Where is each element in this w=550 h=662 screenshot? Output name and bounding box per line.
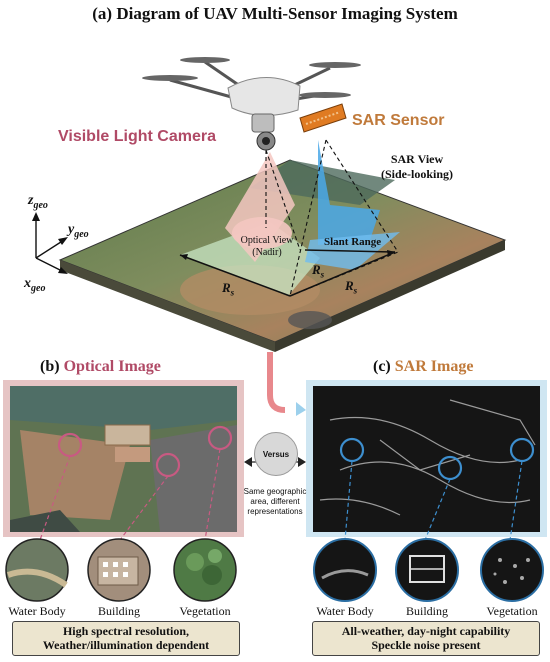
sar-note: All-weather, day-night capability Speckl… [312,621,540,656]
versus-badge: Versus [254,432,298,476]
sar-view-line2: (Side-looking) [380,167,453,181]
optical-panel-prefix: (b) [40,358,60,375]
optical-view-line1: Optical View [240,235,294,246]
sar-sensor-panel [299,103,347,133]
optical-thumb-label-water: Water Body [8,604,66,618]
sar-panel-name: SAR Image [394,358,474,375]
range-sub-1: s [320,269,325,280]
coordinate-axes [35,218,65,273]
sar-thumb-label-building: Building [405,604,448,618]
axis-y: y [68,222,75,237]
sar-view-line1: SAR View [390,152,444,166]
sar-thumb-label-vegetation: Vegetation [486,604,538,618]
axis-z: z [28,193,34,208]
optical-panel-name: Optical Image [63,358,161,375]
slant-range-label: Slant Range [324,236,382,248]
axis-x-sub: geo [31,282,46,294]
figure-title: (a) Diagram of UAV Multi-Sensor Imaging … [92,4,458,23]
uav-drone [142,57,361,151]
range-base-3: R [345,278,354,293]
axis-x-label: xgeo [24,276,45,294]
range-symbol-left: Rs [222,280,234,298]
sar-panel-prefix: (c) [373,358,391,375]
range-sub-3: s [353,285,358,296]
sar-panel-title: (c) SAR Image [373,358,473,376]
optical-note-line2: Weather/illumination dependent [42,638,210,652]
range-base-1: R [312,262,321,277]
optical-note: High spectral resolution, Weather/illumi… [12,621,240,656]
range-symbol-center: Rs [312,262,324,280]
connector-optical [267,352,286,413]
ground-vectors [179,249,396,297]
optical-thumb-label-building: Building [97,604,140,618]
camera-label: Visible Light Camera [58,128,216,145]
axis-x: x [24,276,31,291]
connector-sar [296,402,306,416]
axis-y-label: ygeo [68,222,89,240]
axis-z-sub: geo [33,199,48,211]
optical-view-line2: (Nadir) [252,247,282,258]
sar-thumb-label-water: Water Body [316,604,374,618]
optical-thumb-label-vegetation: Vegetation [179,604,231,618]
optical-panel-title: (b) Optical Image [40,358,161,376]
sar-sensor-label: SAR Sensor [352,112,445,129]
sar-note-line1: All-weather, day-night capability [341,624,511,638]
versus-note: Same geographic area, different represen… [243,487,307,516]
sar-image [313,386,540,532]
sar-view-label: SAR View (Side-looking) [362,152,472,182]
optical-view-label: Optical View (Nadir) [232,235,302,259]
range-base-2: R [222,280,231,295]
range-sub-2: s [230,287,235,298]
sar-beam [318,140,380,245]
range-symbol-right: Rs [345,278,357,296]
axis-y-sub: geo [74,228,89,240]
axis-z-label: zgeo [28,193,48,211]
optical-note-line1: High spectral resolution, [62,624,190,638]
sar-note-line2: Speckle noise present [371,638,481,652]
